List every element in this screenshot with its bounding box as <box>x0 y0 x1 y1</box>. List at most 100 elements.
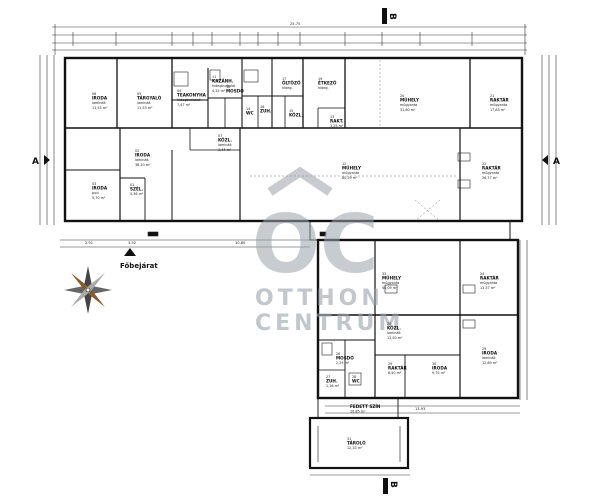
entrance-arrow-icon <box>124 248 136 256</box>
room-area: 12,89 m² <box>482 361 498 365</box>
room-floor-finish: laminált <box>135 158 149 162</box>
room-number: 28 <box>352 375 356 379</box>
room-number: 31 <box>347 437 351 441</box>
room-number: 24 <box>480 272 484 276</box>
room-number: 12 <box>342 162 346 166</box>
room-floor-finish: hideg. <box>318 86 329 90</box>
svg-text:OC: OC <box>252 198 379 291</box>
room-name: MOSDÓ <box>336 356 354 361</box>
bottom-dim-3: 10.60 <box>235 241 246 245</box>
section-marker-b-top: B <box>382 8 397 24</box>
room-floor-finish: hidegburkolat <box>212 84 236 88</box>
room-name: MOSDÓ <box>226 89 244 94</box>
room-area: 7,47 m² <box>177 103 191 107</box>
room-name: RAKTÁR <box>490 98 509 103</box>
svg-text:A: A <box>553 157 560 167</box>
bottom-dim-2: 3.52 <box>128 241 136 245</box>
lower-block-walls <box>308 220 520 470</box>
room-area: 3,44 m² <box>218 148 232 152</box>
room-area: 26,77 m² <box>482 176 498 180</box>
room-area: 1,16 m² <box>326 384 340 388</box>
section-marker-a-left: A <box>32 155 50 167</box>
room-number: 27 <box>326 375 330 379</box>
room-name: FEDETT SZÍN <box>350 404 381 409</box>
svg-text:B: B <box>388 481 398 488</box>
room-name: MŰHELY <box>400 98 420 103</box>
room-number: 33 <box>382 272 386 276</box>
room-name: KÖZL. <box>218 138 232 143</box>
room-area: 12,33 m² <box>347 446 363 450</box>
room-number: 06 <box>92 92 96 96</box>
top-total-dimension: 25.75 <box>290 22 300 26</box>
room-number: 16 <box>260 105 264 109</box>
svg-text:OTTHON: OTTHON <box>255 286 384 311</box>
room-number: 25 <box>387 322 391 326</box>
room-name: RAKTÁR <box>482 166 501 171</box>
room-name: IRODA <box>135 153 151 158</box>
room-area: 38,10 m² <box>135 163 151 167</box>
room-floor-finish: műgyanta <box>400 103 417 107</box>
room-number: 05 <box>137 92 141 96</box>
room-floor-finish: laminált <box>482 356 496 360</box>
room-floor-finish: laminált <box>92 101 106 105</box>
compass-rose-icon <box>64 266 112 314</box>
fixtures <box>147 69 476 386</box>
room-name: WC <box>352 379 360 384</box>
room-name: WC <box>246 111 254 116</box>
room-area: 31,60 m² <box>400 108 416 112</box>
room-floor-finish: műgyanta <box>480 281 497 285</box>
room-floor-finish: hidegburkolat <box>177 98 201 102</box>
room-name: RAKTÁR <box>388 366 407 371</box>
room-number: 15 <box>289 109 293 113</box>
room-area: 13,50 m² <box>387 336 403 340</box>
bottom-dim-4: 13.93 <box>415 407 425 411</box>
section-marker-a-right: A <box>542 155 560 167</box>
room-name: MŰHELY <box>342 166 362 171</box>
room-name: IRODA <box>92 186 108 191</box>
room-name: RAKTÁR <box>480 276 499 281</box>
room-area: 17,83 m² <box>490 108 506 112</box>
svg-text:B: B <box>387 13 397 20</box>
room-area: 2,25 m² <box>336 361 350 365</box>
room-name: ÖLTÖZŐ <box>282 81 301 86</box>
room-number: 02 <box>135 149 139 153</box>
room-name: TEAKONYHA <box>177 93 207 98</box>
room-name: IRODA <box>92 96 108 101</box>
hidden-lines <box>250 60 458 222</box>
room-name: IRODA <box>482 351 498 356</box>
room-number: 19 <box>318 77 322 81</box>
room-name: SZÉL. <box>130 187 144 192</box>
room-floor-finish: laminált <box>387 331 401 335</box>
room-area: 13,57 m² <box>480 286 496 290</box>
room-area: 11,53 m² <box>137 106 153 110</box>
room-floor-finish: laminált <box>218 143 232 147</box>
room-number: 01 <box>130 183 134 187</box>
room-area: 80,29 m² <box>342 176 358 180</box>
room-number: 20 <box>400 94 404 98</box>
room-name: KÖZL. <box>387 326 401 331</box>
room-number: 14 <box>246 107 250 111</box>
room-area: 5,36 m² <box>130 192 144 196</box>
side-dimension-lines <box>39 55 557 400</box>
